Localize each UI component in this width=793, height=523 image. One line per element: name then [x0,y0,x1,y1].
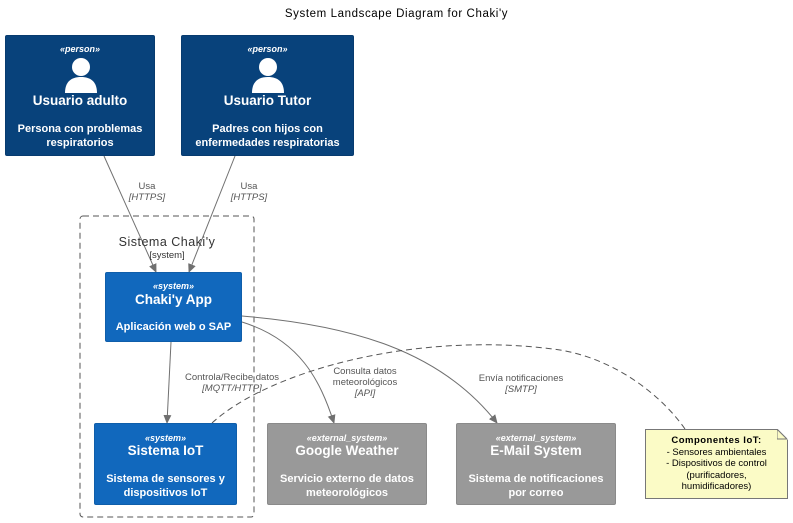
node-name: Usuario Tutor [223,93,312,108]
edge-label-tech: [API] [354,388,376,399]
edge-label-tech: [HTTPS] [128,192,166,203]
boundary-name: Sistema Chaki'y [118,235,216,249]
edge-app-weather [241,321,336,424]
edge-adulto-app [103,155,157,273]
node-chakiy-app[interactable]: «system» Chaki'y App Aplicación web o SA… [105,272,242,342]
node-name: Google Weather [295,443,399,458]
note-fold-icon [777,429,788,440]
edge-label-text: Consulta datos [333,366,397,377]
node-description: Sistema de sensores y dispositivos IoT [106,473,225,499]
node-email-system[interactable]: «external_system» E-Mail System Sistema … [456,423,616,505]
edge-label-text: Usa [240,181,258,192]
node-description: Sistema de notificaciones por correo [468,473,604,499]
stereotype-label: «person» [247,44,288,54]
node-name: Chaki'y App [135,292,212,307]
edge-label-tech: [MQTT/HTTP] [202,383,262,394]
node-name: E-Mail System [490,443,582,458]
edge-label-text: Envía notificaciones [478,373,564,384]
node-description: Servicio externo de datos meteorológicos [280,473,414,499]
note-title: Componentes IoT: [671,435,762,446]
edge-label-app-weather: Consulta datos meteorológicos [API] [310,366,420,399]
note-connector [211,344,686,430]
note-line: (purificadores, [686,469,747,481]
node-sistema-iot[interactable]: «system» Sistema IoT Sistema de sensores… [94,423,237,505]
node-description: Aplicación web o SAP [115,321,232,333]
node-usuario-adulto[interactable]: «person» Usuario adulto Persona con prob… [5,35,155,156]
node-description: Padres con hijos con enfermedades respir… [195,123,340,149]
edge-label-app-iot: Controla/Recibe datos [MQTT/HTTP] [166,372,298,394]
node-name: Usuario adulto [32,93,128,108]
stereotype-label: «system» [144,433,187,443]
node-usuario-tutor[interactable]: «person» Usuario Tutor Padres con hijos … [181,35,354,156]
boundary-type: [system] [149,250,185,261]
node-description: Persona con problemas respiratorios [17,123,143,149]
edge-app-iot [163,341,172,424]
note-line: - Dispositivos de control [666,458,767,469]
person-icon [65,58,97,93]
stereotype-label: «person» [59,44,101,54]
edge-label-text: meteorológicos [332,377,398,388]
node-name: Sistema IoT [127,443,204,458]
stereotype-label: «external_system» [306,433,388,443]
note-line: humidificadores) [681,481,752,492]
system-boundary [79,215,255,518]
person-icon [252,58,284,93]
edge-label-tutor-app: Usa [HTTPS] [217,181,281,203]
edge-label-tech: [SMTP] [505,384,537,395]
node-google-weather[interactable]: «external_system» Google Weather Servici… [267,423,427,505]
edge-label-tech: [HTTPS] [230,192,268,203]
stereotype-label: «system» [152,281,195,291]
edge-label-app-email: Envía notificaciones [SMTP] [456,373,586,395]
edge-label-adulto-app: Usa [HTTPS] [115,181,179,203]
edge-label-text: Controla/Recibe datos [185,372,279,383]
note-line: - Sensores ambientales [666,446,767,458]
diagram-title: System Landscape Diagram for Chaki'y [284,8,509,20]
edge-label-text: Usa [138,181,156,192]
note-componentes-iot: Componentes IoT: - Sensores ambientales … [645,429,788,499]
edge-tutor-app [188,155,236,273]
stereotype-label: «external_system» [495,433,577,443]
edge-app-email [241,315,498,424]
